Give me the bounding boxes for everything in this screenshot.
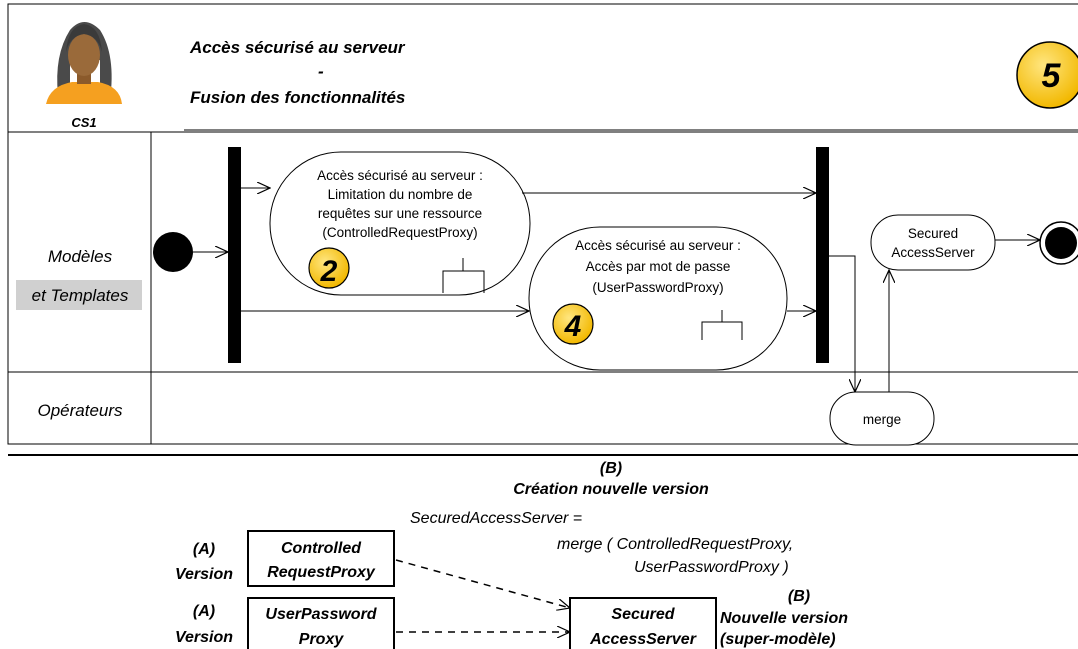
version-a1-label: Version	[175, 566, 233, 583]
initial-node	[153, 232, 193, 272]
formula-line-1: SecuredAccessServer =	[410, 510, 582, 527]
step-badge-number: 5	[1042, 57, 1062, 95]
lane-label-operators: Opérateurs	[37, 401, 123, 420]
badge-4	[552, 303, 594, 345]
subactivity-icon	[701, 310, 743, 340]
subactivity-icon	[442, 258, 485, 293]
dashed-flow-1	[395, 559, 570, 608]
final-node	[1039, 221, 1078, 265]
join-bar	[816, 147, 829, 363]
version-a2-label: Version	[175, 629, 233, 646]
avatar-icon	[46, 22, 122, 104]
version-a2-tag: (A)	[193, 603, 215, 620]
act1-line-3: requêtes sur une ressource	[318, 206, 482, 221]
merge-operator	[829, 391, 935, 446]
formula-line-2: merge ( ControlledRequestProxy,	[557, 536, 793, 553]
box2-line-1: UserPassword	[265, 606, 377, 623]
act2-line-1: Accès sécurisé au serveur :	[575, 238, 741, 253]
act2-line-2: Accès par mot de passe	[586, 259, 731, 274]
flow-join-to-merge	[829, 255, 855, 392]
act2-line-3: (UserPasswordProxy)	[592, 280, 723, 295]
box1-line-1: Controlled	[281, 540, 362, 557]
lane-label-highlight	[16, 280, 142, 310]
secured-line-2: AccessServer	[891, 245, 975, 260]
act1-line-1: Accès sécurisé au serveur :	[317, 168, 483, 183]
box3-line-1: Secured	[611, 606, 675, 623]
new-version-line-2: (super-modèle)	[720, 631, 836, 648]
fork-bar	[228, 147, 241, 363]
creation-title: Création nouvelle version	[513, 481, 709, 498]
badge-4-number: 4	[564, 310, 582, 343]
act1-line-4: (ControlledRequestProxy)	[322, 225, 477, 240]
box2-line-2: Proxy	[299, 631, 345, 648]
box3-line-2: AccessServer	[589, 631, 697, 648]
title-line-3: Fusion des fonctionnalités	[190, 88, 405, 107]
act1-line-2: Limitation du nombre de	[328, 187, 473, 202]
lane-label-models-1: Modèles	[48, 247, 113, 266]
box-user-password-proxy	[247, 597, 395, 649]
secured-line-1: Secured	[908, 226, 958, 241]
step-badge	[1016, 41, 1078, 109]
creation-b-tag: (B)	[600, 460, 622, 477]
badge-2-number: 2	[320, 255, 338, 288]
box-secured-access-server	[569, 597, 717, 649]
title-line-1: Accès sécurisé au serveur	[189, 38, 406, 57]
merge-label: merge	[863, 412, 901, 427]
badge-2	[308, 247, 350, 289]
box1-line-2: RequestProxy	[267, 564, 376, 581]
lane-label-models-2: et Templates	[32, 286, 129, 305]
box-controlled-request-proxy	[247, 530, 395, 587]
title-line-2: -	[318, 62, 324, 81]
new-version-b-tag: (B)	[788, 588, 810, 605]
activity-secured-access-server	[870, 214, 996, 271]
formula-line-3: UserPasswordProxy )	[634, 559, 789, 576]
activity-user-password-proxy	[528, 226, 788, 371]
new-version-line-1: Nouvelle version	[720, 610, 848, 627]
avatar-caption: CS1	[71, 115, 96, 130]
version-a1-tag: (A)	[193, 541, 215, 558]
